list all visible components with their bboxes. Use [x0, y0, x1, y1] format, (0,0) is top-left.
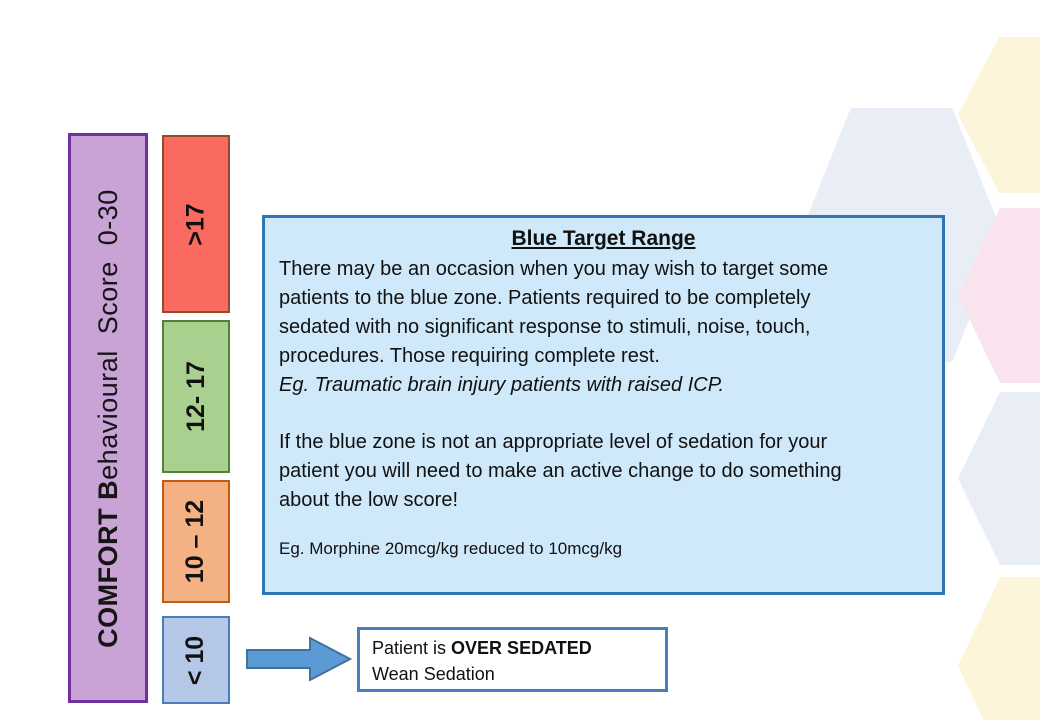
oversedated-line-1-bold: OVER SEDATED [451, 638, 592, 658]
right-arrow-icon [246, 636, 353, 682]
score-box-under-10: < 10 [162, 616, 230, 704]
blue-target-range-box: Blue Target Range There may be an occasi… [262, 215, 945, 595]
oversedated-line-1: Patient is OVER SEDATED [372, 635, 665, 661]
comfort-scale-label: COMFORT Behavioural Score 0-30 [93, 189, 124, 648]
decor-hexagon-yellow-bottom [958, 577, 1040, 720]
score-box-under-10-label: < 10 [181, 635, 210, 685]
comfort-scale-label-bold: COMFORT B [92, 479, 123, 648]
right-arrow-shape [246, 636, 353, 682]
decor-hexagon-blue-right [958, 392, 1040, 565]
blue-target-range-example-2: Eg. Morphine 20mcg/kg reduced to 10mcg/k… [279, 539, 623, 558]
blue-target-range-paragraph-1: There may be an occasion when you may wi… [279, 258, 829, 367]
score-box-12-17: 12- 17 [162, 320, 230, 473]
oversedated-line-1-prefix: Patient is [372, 638, 452, 658]
blue-target-range-title: Blue Target Range [511, 227, 696, 250]
score-box-10-12: 10 – 12 [162, 480, 230, 603]
oversedated-line-2: Wean Sedation [372, 664, 495, 684]
comfort-scale-label-rest: ehavioural Score 0-30 [92, 188, 123, 480]
score-box-10-12-label: 10 – 12 [181, 499, 210, 584]
right-arrow [246, 636, 353, 682]
oversedated-box: Patient is OVER SEDATED Wean Sedation [357, 627, 668, 692]
blue-target-range-example-1: Eg. Traumatic brain injury patients with… [279, 374, 725, 396]
comfort-scale-bar: COMFORT Behavioural Score 0-30 [68, 133, 148, 703]
score-box-over-17: >17 [162, 135, 230, 313]
score-box-over-17-label: >17 [181, 202, 210, 246]
blue-target-range-paragraph-2: If the blue zone is not an appropriate l… [279, 431, 842, 511]
score-box-12-17-label: 12- 17 [181, 361, 210, 432]
